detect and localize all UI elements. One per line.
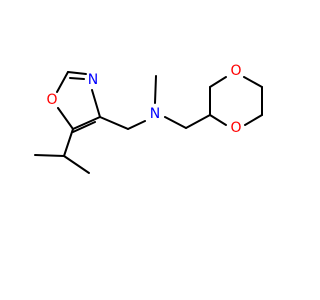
bond-ch-me2 [63,155,90,174]
bonds [34,71,263,174]
bond-c5-o1 [57,107,74,130]
dioxane-oxygen-top-label: O [230,63,241,79]
bond-c4-c5-double [72,121,96,133]
bond-o1-c2-ring [209,114,227,126]
oxazole-oxygen-label: O [46,92,57,108]
bond-o1-c2 [56,71,69,93]
bond-n-methyl [154,75,157,104]
bond-c6-o1 [244,114,263,126]
bond-c4-ch2 [99,116,129,130]
oxazole-nitrogen-label: N [88,72,98,88]
bond-ch2-n [127,120,146,130]
bond-ch-me1 [34,154,65,157]
bond-o4-c5 [243,76,263,88]
bond-c2-n3 [67,71,87,75]
molecule-diagram: O N N O O [34,63,263,174]
bond-ch2-c2 [185,114,211,129]
bond-c5-ch [63,128,74,157]
bond-c3-o4 [209,76,227,88]
bond-n-ch2 [164,116,187,129]
bond-c4-c5 [72,116,101,130]
atom-labels: O N N O O [46,63,241,136]
bond-n3-c4 [91,89,101,118]
dioxane-oxygen-bottom-label: O [230,120,241,136]
bond-c2-n3-double [69,77,85,80]
amine-nitrogen-label: N [150,106,160,122]
